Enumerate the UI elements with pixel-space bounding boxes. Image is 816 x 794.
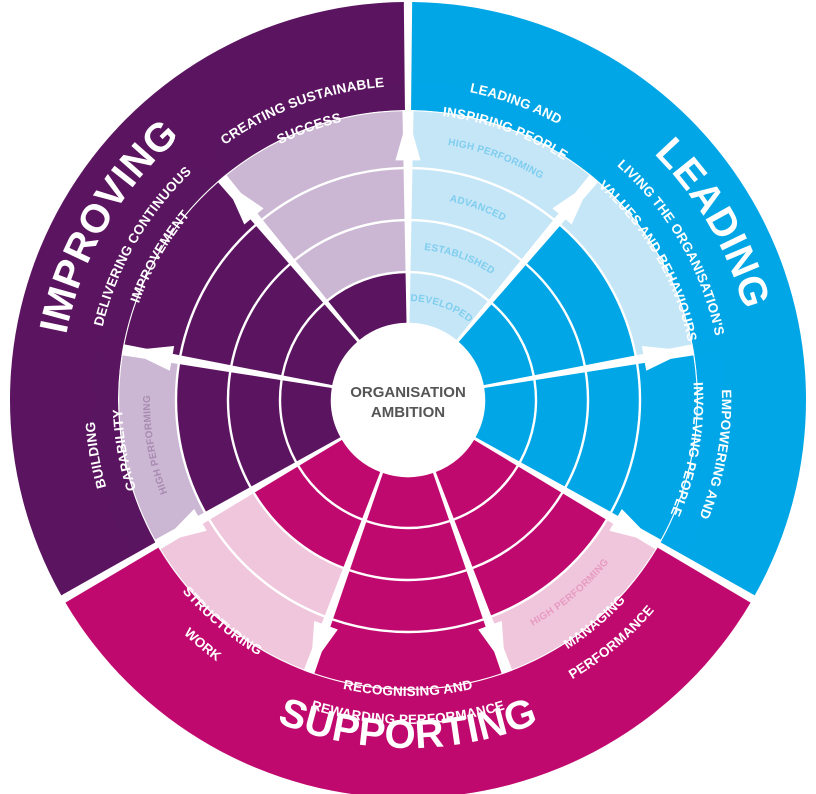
center-hub: ORGANISATION AMBITION [332,324,484,476]
segment-recognising-level-3 [333,571,483,631]
segment-building-capability-level-1 [281,380,341,462]
area-band-managing-performance [512,549,681,697]
boundary-arrow [478,620,506,667]
segment-managing-performance-level-1 [435,439,517,519]
segment-recognising-level-1 [366,473,450,527]
segment-sustainable-success-level-1 [328,273,407,340]
level-segments [119,111,697,689]
area-band-sustainable-success [208,82,403,175]
segment-structuring-work-level-2 [254,466,362,567]
segment-sustainable-success-level-4 [226,111,404,219]
segment-continuous-improvement-level-3 [181,226,289,366]
segment-building-capability-level-4 [119,355,204,540]
segment-empowering-level-1 [475,380,535,462]
area-band-continuous-improvement [95,160,218,345]
boundary-arrow [641,346,688,371]
area-label-recognising-line1: RECOGNISING AND [342,677,474,699]
segment-sustainable-success-level-3 [263,169,405,259]
segment-empowering-level-3 [566,364,639,512]
area-band-building-capability [90,350,155,554]
segment-building-capability-level-3 [177,364,250,512]
segment-leading-inspiring-level-1 [409,273,488,340]
segment-leading-inspiring-level-2 [410,221,521,300]
segment-continuous-improvement-level-2 [232,265,324,376]
segment-continuous-improvement-level-1 [283,304,358,386]
segment-living-values-level-1 [458,304,533,386]
segment-living-values-level-4 [561,182,692,356]
boundary-arrow [162,508,207,542]
segment-leading-inspiring-level-3 [411,169,553,259]
segment-structuring-work-level-1 [299,439,381,519]
boundary-arrow [128,346,175,371]
area-band-recognising [304,674,512,719]
boundary-arrow [225,182,264,225]
segment-structuring-work-level-4 [160,520,325,670]
boundary-arrow [395,116,421,161]
theme-ring-supporting [65,547,751,794]
area-band-structuring-work [135,549,304,697]
segment-recognising-level-4 [314,620,502,689]
segment-living-values-level-3 [527,226,635,366]
level-arrows [128,116,688,667]
area-band-living-values [598,160,721,345]
segment-managing-performance-level-3 [473,493,606,616]
segment-recognising-level-2 [350,522,466,579]
center-title-line2: AMBITION [371,404,445,421]
segment-living-values-level-2 [492,265,584,376]
segment-managing-performance-level-4 [491,520,656,670]
boundary-arrow [552,182,591,225]
area-band-leading-inspiring [413,82,608,175]
segment-empowering-level-4 [612,355,697,540]
segment-sustainable-success-level-2 [295,221,406,300]
boundary-arrow [609,508,654,542]
boundary-arrow [310,620,338,667]
segment-leading-inspiring-level-4 [412,111,590,219]
segment-continuous-improvement-level-4 [124,182,255,356]
center-circle [332,324,484,476]
area-band-empowering [661,350,726,554]
segment-managing-performance-level-2 [454,466,562,567]
segment-empowering-level-2 [521,372,587,487]
center-title-line1: ORGANISATION [350,384,466,401]
segment-building-capability-level-2 [229,372,295,487]
segment-structuring-work-level-3 [210,493,343,616]
area-bands [90,82,726,719]
